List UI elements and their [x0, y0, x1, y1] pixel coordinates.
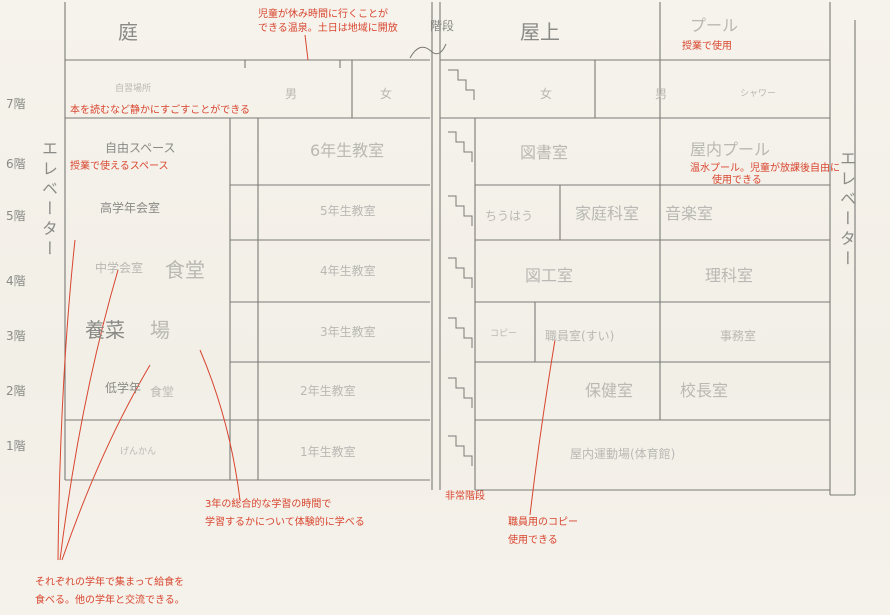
note-jiyu: 授業で使えるスペース: [70, 161, 169, 172]
room-toshoshitsu: 図書室: [520, 143, 569, 162]
room-shokudo: 食堂: [165, 258, 205, 282]
room-kateika: 家庭科室: [575, 204, 640, 223]
room-hoken: 保健室: [585, 381, 634, 400]
room-jishu: 自習場所: [115, 84, 152, 94]
room-shi-r: 女: [540, 87, 553, 101]
room-okunai-pool: 屋内プール: [690, 140, 771, 159]
room-jo: 女: [380, 87, 393, 101]
floor-label-2: 2階: [6, 384, 26, 398]
note-jishu: 本を読むなど静かにすごすことができる: [70, 105, 250, 116]
room-zuko: 図工室: [525, 266, 574, 285]
floor-label-1: 1階: [6, 439, 26, 453]
room-chugaku: 中学会室: [95, 261, 144, 275]
room-shower: シャワー: [740, 89, 777, 99]
room-shi: 男: [285, 87, 298, 101]
note-bottom-left-2: 食べる。他の学年と交流できる。: [35, 595, 185, 606]
note-bottom-left-1: それぞれの学年で集まって給食を: [35, 577, 185, 588]
room-jo-r: 男: [655, 87, 668, 101]
room-g1: 1年生教室: [300, 445, 356, 459]
pool-label: プール: [690, 16, 739, 35]
room-ichi: げんかん: [120, 447, 157, 457]
room-g4: 4年生教室: [320, 264, 376, 278]
room-g3: 3年生教室: [320, 325, 376, 339]
room-teigaku: 低学年: [105, 381, 142, 395]
room-tsukushi: ちうはう: [485, 209, 534, 223]
kaidan-label: 階段: [430, 19, 455, 33]
room-g6: 6年生教室: [310, 141, 385, 160]
room-kodo: 高学年会室: [100, 201, 161, 215]
floor-label-6: 6階: [6, 157, 26, 171]
room-g2: 2年生教室: [300, 384, 356, 398]
note-stairs: 非常階段: [445, 491, 485, 502]
note-bottom-center-1: 3年の総合的な学習の時間で: [205, 499, 332, 510]
floor-label-5: 5階: [6, 209, 26, 223]
note-top-center-2: できる温泉。土日は地域に開放: [258, 23, 398, 34]
room-shokudo2: 食堂: [150, 385, 175, 399]
okujo-label: 屋上: [520, 20, 560, 44]
room-shokuin: 職員室(すい): [545, 329, 615, 343]
room-chuzai: 事務室: [720, 329, 757, 343]
room-g5: 5年生教室: [320, 204, 376, 218]
note-pool-warm-1: 温水プール。児童が放課後自由に: [690, 163, 840, 174]
room-rika: 理科室: [705, 266, 754, 285]
room-kopi: コピー: [490, 329, 518, 339]
room-ba: 場: [150, 318, 170, 342]
floor-label-3: 3階: [6, 329, 26, 343]
note-copy-1: 職員用のコピー: [508, 517, 578, 528]
room-ongaku: 音楽室: [665, 204, 714, 223]
room-kocho: 校長室: [680, 381, 729, 400]
note-bottom-center-2: 学習するかについて体験的に学べる: [205, 517, 365, 528]
floor-label-4: 4階: [6, 274, 26, 288]
room-jiyu: 自由スペース: [105, 141, 176, 155]
room-yosai: 養菜: [85, 318, 125, 342]
niwa-label: 庭: [118, 20, 138, 44]
elevator-right: エレベーター: [837, 150, 856, 270]
note-top-center-1: 児童が休み時間に行くことが: [258, 9, 388, 20]
note-copy-2: 使用できる: [508, 535, 558, 546]
elevator-left: エレベーター: [39, 140, 58, 260]
floor-label-7: 7階: [6, 97, 26, 111]
note-pool-warm-2: 使用できる: [712, 175, 762, 186]
room-taiiku: 屋内運動場(体育館): [570, 447, 676, 461]
note-pool: 授業で使用: [682, 41, 732, 52]
